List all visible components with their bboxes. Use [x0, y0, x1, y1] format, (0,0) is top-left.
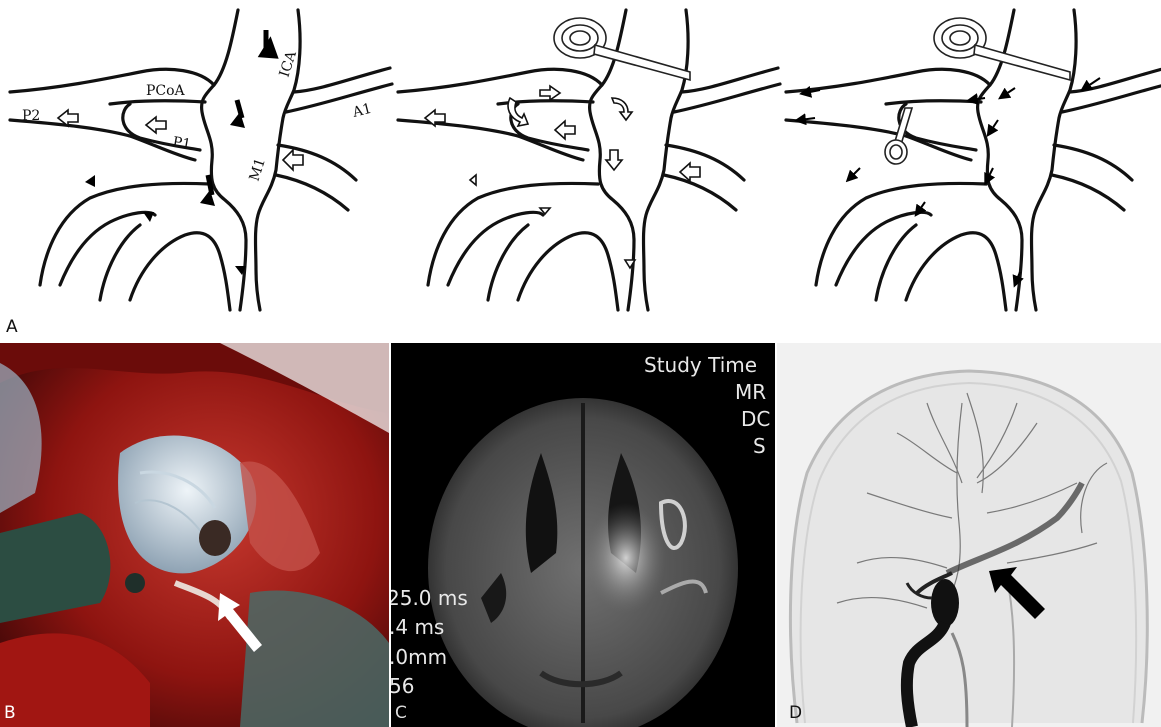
panel-letter-a: A	[6, 317, 18, 337]
mri-thickness: .0mm	[391, 645, 447, 669]
panel-letter-d: D	[789, 703, 802, 723]
label-p1: P1	[171, 134, 192, 153]
panel-d-angiogram: D	[777, 343, 1161, 727]
panel-letter-b: B	[4, 703, 16, 723]
panel-c-mri: Study Time MR DC S 25.0 ms .4 ms .0mm 56…	[391, 343, 775, 727]
surgical-field-image	[0, 343, 389, 727]
drawing-2	[398, 10, 780, 310]
drawing-3	[786, 10, 1161, 310]
label-a1: A1	[350, 101, 373, 121]
mri-s: S	[753, 434, 766, 458]
mri-tr: .4 ms	[391, 615, 444, 639]
label-pcoa: PCoA	[146, 83, 186, 99]
angiogram-image	[777, 343, 1161, 727]
label-p2: P2	[22, 108, 40, 124]
panel-a-schematics: P2 PCoA P1 M1 ICA A1 A	[0, 0, 1161, 340]
mri-te: 25.0 ms	[391, 586, 468, 610]
mri-dc: DC	[741, 407, 770, 431]
mri-number: 56	[391, 674, 414, 698]
flow-arrows-small	[800, 78, 1100, 282]
drawing-1	[10, 10, 392, 310]
mri-study-time: Study Time	[644, 353, 757, 377]
label-m1: M1	[247, 156, 269, 183]
panel-b-surgical-photo: B	[0, 343, 389, 727]
panel-letter-c: C	[395, 703, 407, 723]
mri-brain-image	[391, 343, 775, 727]
mri-mr: MR	[735, 380, 766, 404]
